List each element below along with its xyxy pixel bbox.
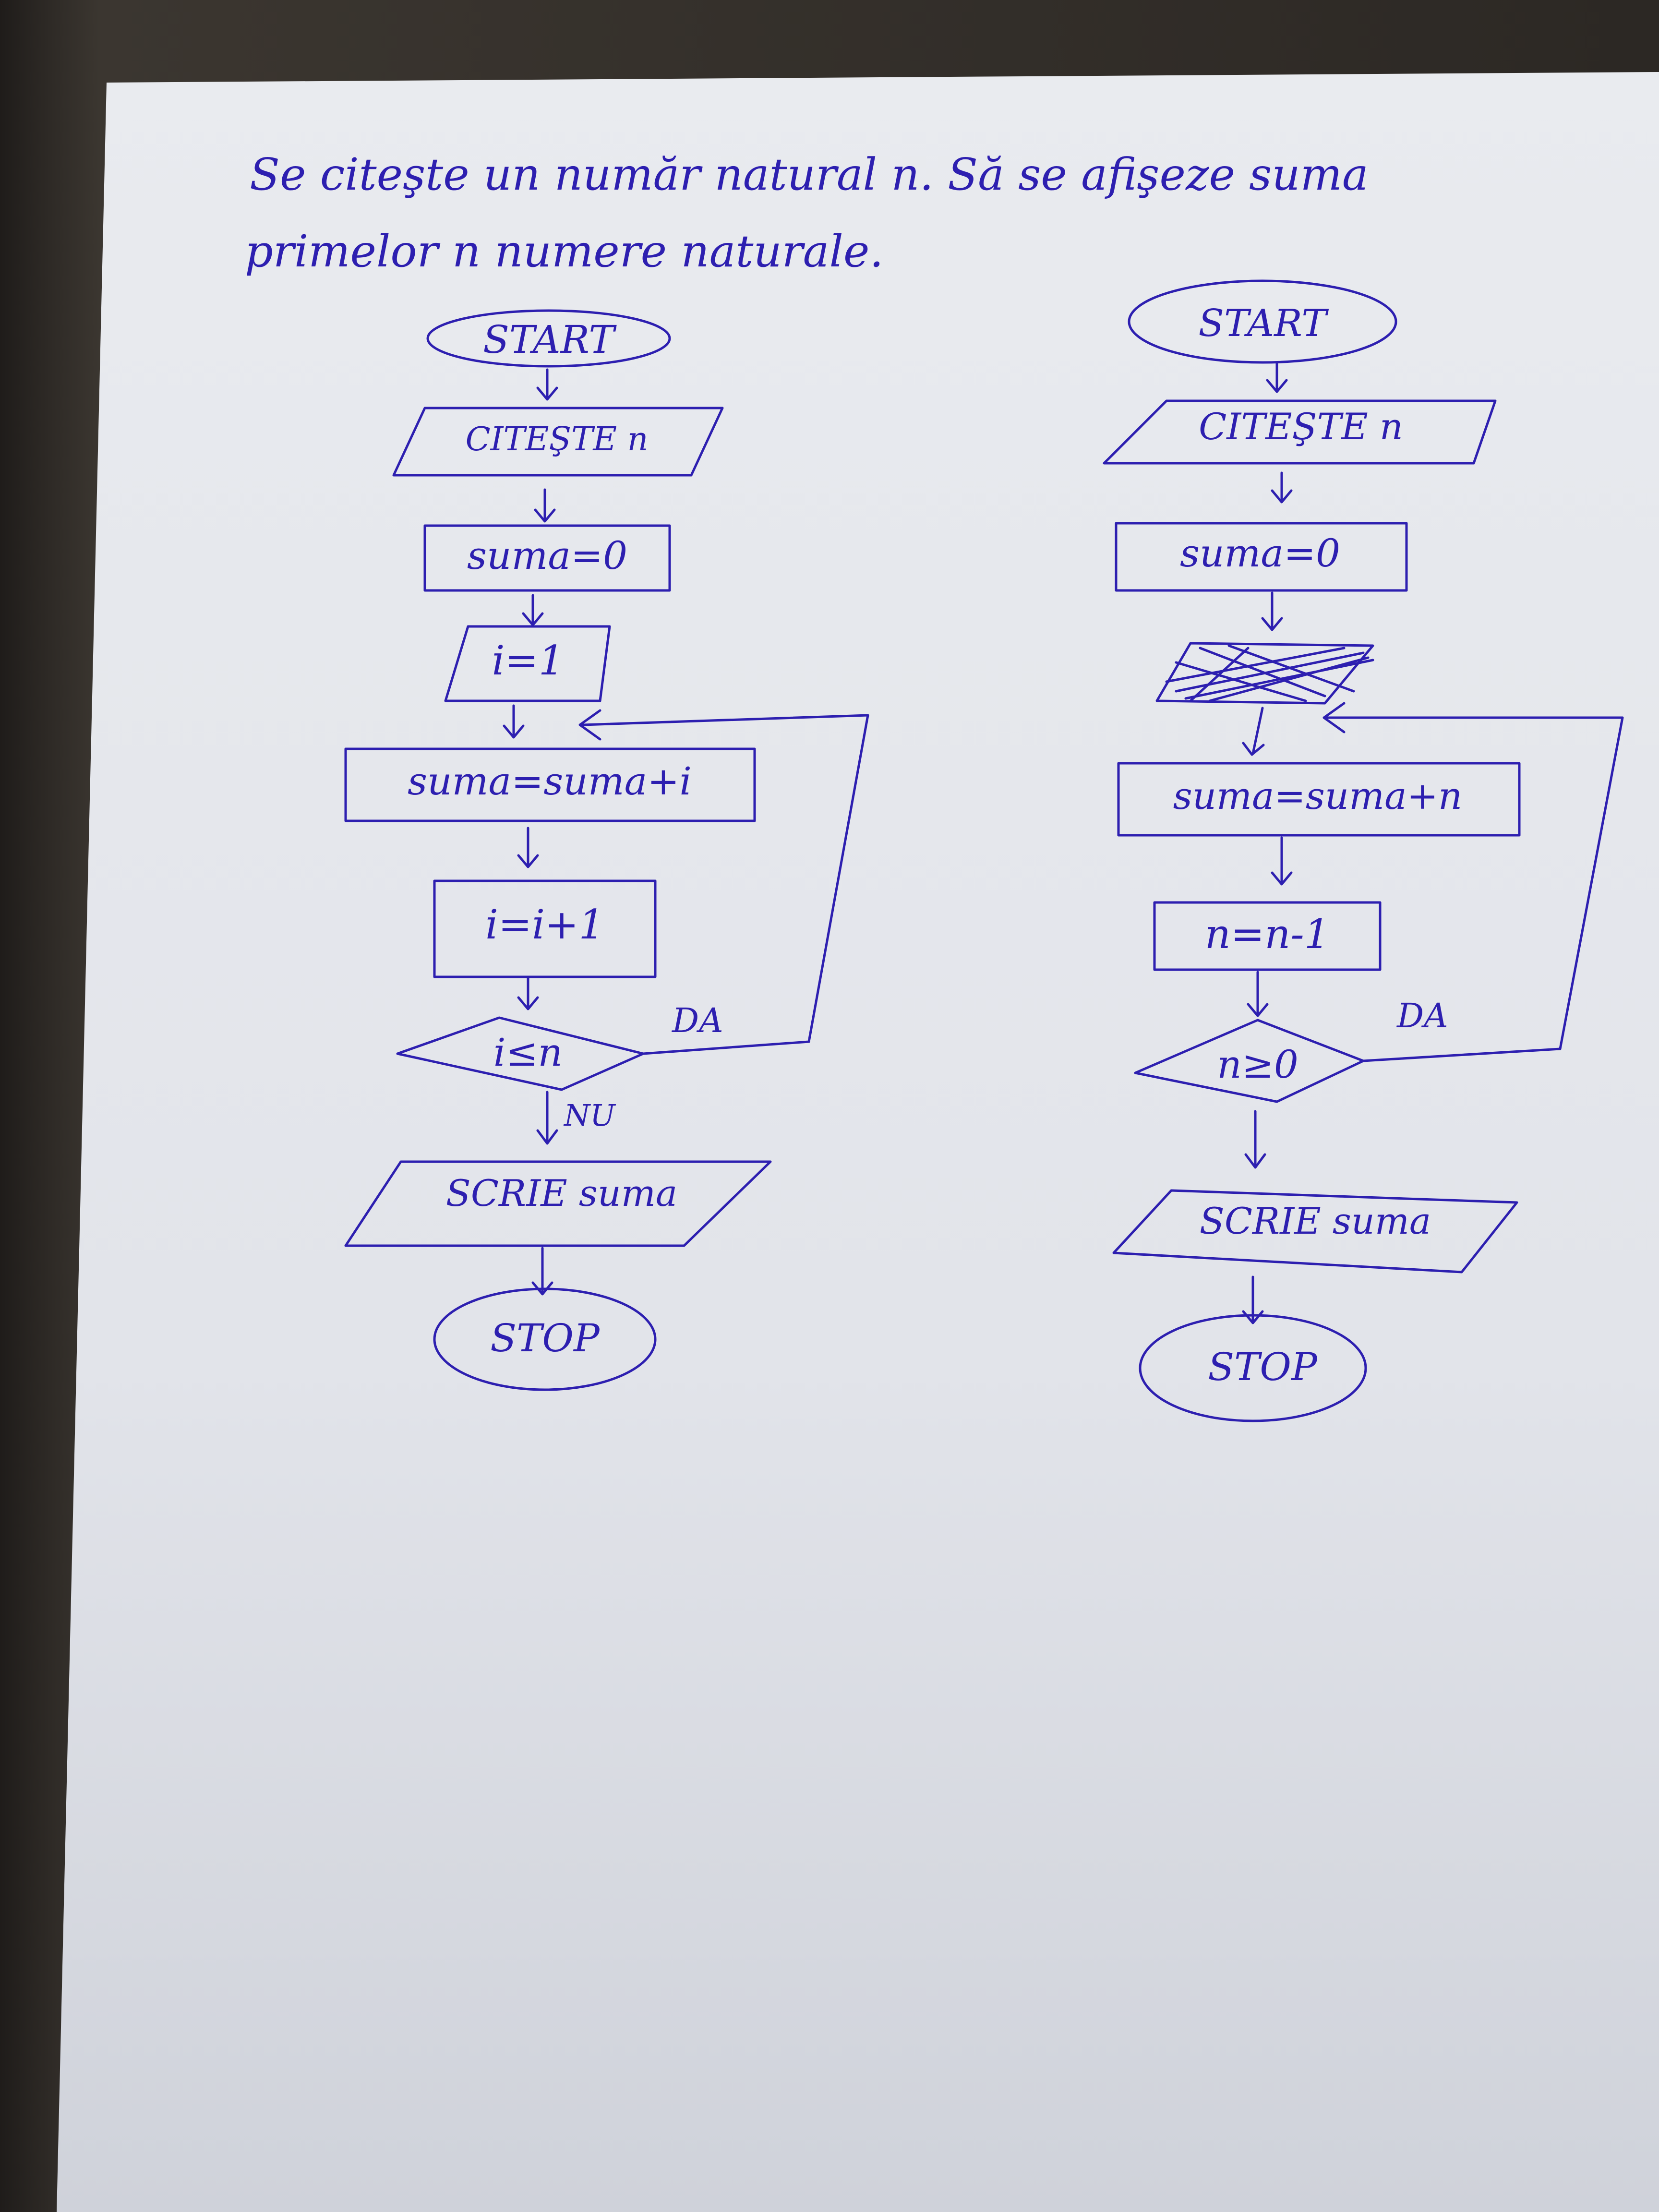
left-start-terminal [426,309,671,368]
right-stop-terminal [1139,1314,1367,1422]
right-condition-decision [1134,1019,1365,1103]
right-arrow-4 [1242,707,1265,756]
left-init-i-input [444,625,611,702]
left-condition-label: i≤n [493,1030,563,1075]
left-arrow-7 [531,1247,553,1296]
right-condition-label: n≥0 [1217,1042,1298,1087]
right-write-output [1112,1189,1518,1274]
right-arrow-5 [1271,836,1293,886]
left-yes-label: DA [671,1001,723,1040]
right-decrement-process [1153,901,1382,971]
left-arrow-2 [534,488,556,523]
left-init-i-label: i=1 [492,637,565,684]
left-accumulate-process [344,747,756,822]
left-arrow-1 [536,368,558,401]
flowchart-right: START CITEŞTE n suma=0 suma=suma+n n=n-1… [1103,279,1624,1422]
left-write-output [344,1160,772,1247]
right-yes-loop-line [1322,702,1624,1062]
right-scribbled-out-shape [1155,642,1374,705]
right-read-input [1103,399,1497,465]
right-arrow-7 [1244,1110,1266,1169]
left-init-sum-label: suma=0 [467,533,627,578]
left-increment-label: i=i+1 [485,901,604,948]
right-arrow-2 [1271,471,1293,504]
right-yes-label: DA [1396,996,1448,1035]
left-read-label: CITEŞTE n [466,421,649,458]
right-arrow-1 [1266,361,1288,393]
left-arrow-3 [522,594,544,626]
right-arrow-3 [1261,591,1283,631]
statement-line-2: primelor n numere naturale. [245,226,884,277]
right-init-sum-label: suma=0 [1180,531,1340,576]
left-read-input [392,407,724,477]
left-start-label: START [483,317,617,362]
left-write-label: SCRIE suma [446,1172,677,1214]
right-accumulate-label: suma=suma+n [1173,775,1462,818]
right-read-label: CITEŞTE n [1199,405,1403,448]
right-stop-label: STOP [1208,1345,1318,1389]
left-condition-decision [396,1016,645,1091]
left-no-arrow [536,1091,558,1145]
left-increment-process [433,879,657,978]
right-init-sum-process [1115,522,1408,592]
paper-surface [57,72,1659,2212]
left-arrow-4 [503,704,525,739]
left-no-label: NU [563,1098,616,1133]
right-arrow-6 [1247,971,1269,1017]
right-start-label: START [1199,302,1329,345]
right-start-terminal [1128,279,1397,364]
left-accumulate-label: suma=suma+i [408,759,692,804]
right-accumulate-process [1117,762,1521,837]
left-yes-loop-line [578,709,869,1055]
left-stop-terminal [433,1287,657,1391]
statement-line-1: Se citeşte un număr natural n. Să se afi… [250,149,1369,200]
right-write-label: SCRIE suma [1200,1200,1431,1242]
left-stop-label: STOP [490,1316,600,1360]
left-init-sum-process [423,524,671,592]
right-decrement-label: n=n-1 [1205,911,1330,958]
left-arrow-5 [517,827,539,868]
left-arrow-6 [517,975,539,1010]
flowchart-left: START CITEŞTE n suma=0 i=1 suma=suma+i i… [344,309,869,1391]
